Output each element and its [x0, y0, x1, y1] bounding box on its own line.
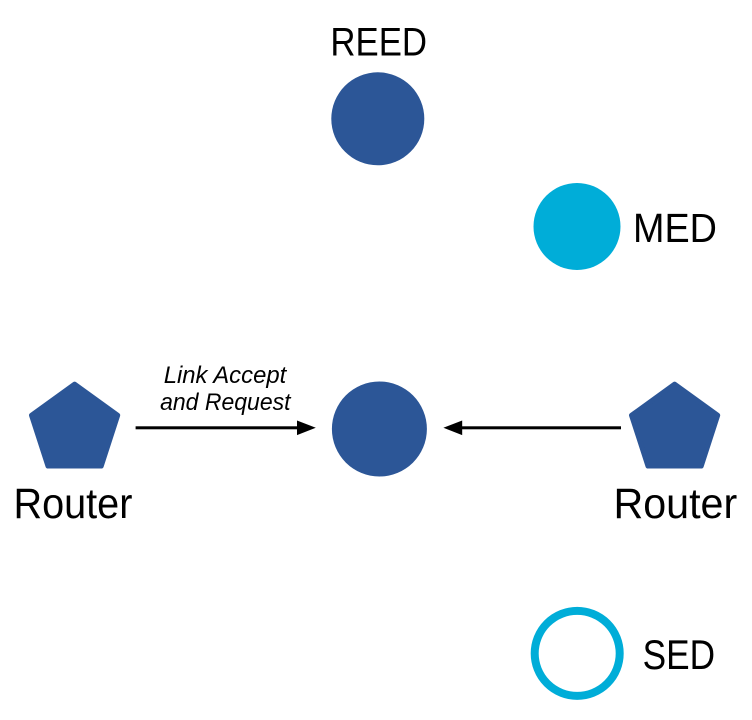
svg-text:Link Accept: Link Accept: [164, 362, 288, 389]
svg-text:and Request: and Request: [160, 389, 292, 416]
svg-text:Router: Router: [614, 480, 738, 528]
svg-text:MED: MED: [633, 205, 717, 251]
svg-text:SED: SED: [643, 631, 715, 678]
svg-text:REED: REED: [330, 21, 427, 65]
svg-text:Router: Router: [14, 480, 133, 528]
